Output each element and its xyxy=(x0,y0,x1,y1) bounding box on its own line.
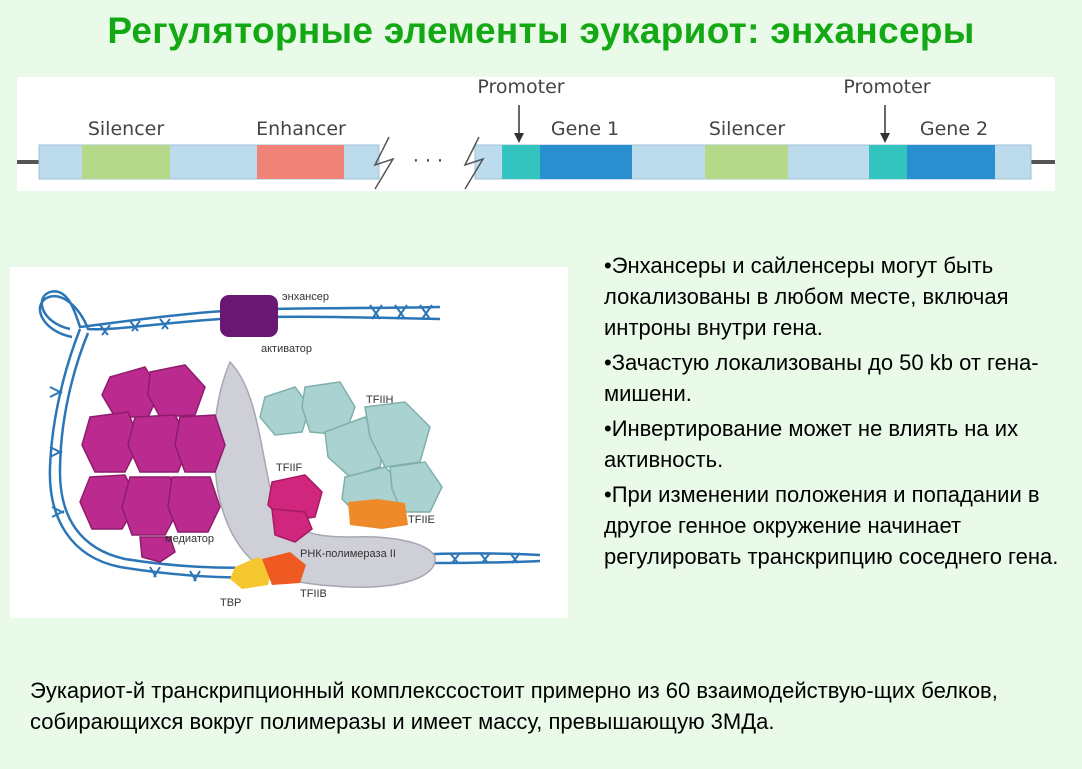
promoter-2-arrowhead xyxy=(880,133,890,143)
page-title: Регуляторные элементы эукариот: энхансер… xyxy=(107,10,975,51)
enhancer-region xyxy=(257,145,344,179)
dna-helix-twists xyxy=(49,304,521,582)
rna-polymerase-label: РНК-полимераза II xyxy=(300,548,396,560)
gene-1-region xyxy=(540,145,632,179)
break-mark-left xyxy=(373,136,395,190)
bullet-item-4: •При изменении положения и попадании в д… xyxy=(604,482,1059,569)
bullet-list: •Энхансеры и сайленсеры могут быть локал… xyxy=(604,250,1074,576)
gene-2-region xyxy=(907,145,995,179)
tfiif-label: TFIIF xyxy=(276,462,303,474)
mediator-complex xyxy=(79,364,226,563)
tfiib-label: TFIIB xyxy=(300,588,327,600)
promoter-2-label: Promoter xyxy=(843,77,930,98)
enhancer-label: Enhancer xyxy=(256,118,346,140)
silencer-2-label: Silencer xyxy=(709,118,785,140)
transcription-complex-illustration: энхансер активатор TFIIH TFIIF TFIIE мед… xyxy=(10,267,568,618)
promoter-1-label: Promoter xyxy=(477,77,564,98)
silencer-1-region xyxy=(82,145,170,179)
silencer-2-region xyxy=(705,145,788,179)
silencer-1-label: Silencer xyxy=(88,118,164,140)
gene-1-label: Gene 1 xyxy=(551,118,619,140)
mediator-label: медиатор xyxy=(165,533,214,545)
rna-polymerase-ii-shape xyxy=(213,360,436,588)
tfiih-label: TFIIH xyxy=(366,394,394,406)
tfiie-label: TFIIE xyxy=(408,514,435,526)
tbp-label: TBP xyxy=(220,597,241,609)
gene-map-diagram: · · · Silencer Enhancer Promoter Gene 1 … xyxy=(17,77,1055,191)
footer-text: Эукариот-й транскрипционный комплекссост… xyxy=(30,678,998,734)
tfiif-complex xyxy=(267,474,323,543)
bullet-item-3: •Инвертирование может не влиять на их ак… xyxy=(604,416,1019,472)
enhancer-complex-label: энхансер xyxy=(282,291,329,303)
gap-ellipsis: · · · xyxy=(413,150,443,172)
activator-label: активатор xyxy=(261,343,312,355)
bullet-item-1: •Энхансеры и сайленсеры могут быть локал… xyxy=(604,253,1009,340)
tfiib-protein xyxy=(262,552,306,585)
tfiie-protein xyxy=(348,499,408,529)
gene-2-label: Gene 2 xyxy=(920,118,988,140)
promoter-1-arrowhead xyxy=(514,133,524,143)
activator-protein xyxy=(220,295,278,337)
bullet-item-2: •Зачастую локализованы до 50 kb от гена-… xyxy=(604,350,1039,406)
gene-map-svg: · · · Silencer Enhancer Promoter Gene 1 … xyxy=(17,77,1055,190)
break-mark-right xyxy=(463,136,485,190)
tfiih-complex xyxy=(259,381,443,518)
promoter-2-region xyxy=(869,145,907,179)
promoter-1-region xyxy=(502,145,540,179)
tbp-protein xyxy=(230,557,272,589)
complex-svg: энхансер активатор TFIIH TFIIF TFIIE мед… xyxy=(38,290,541,609)
